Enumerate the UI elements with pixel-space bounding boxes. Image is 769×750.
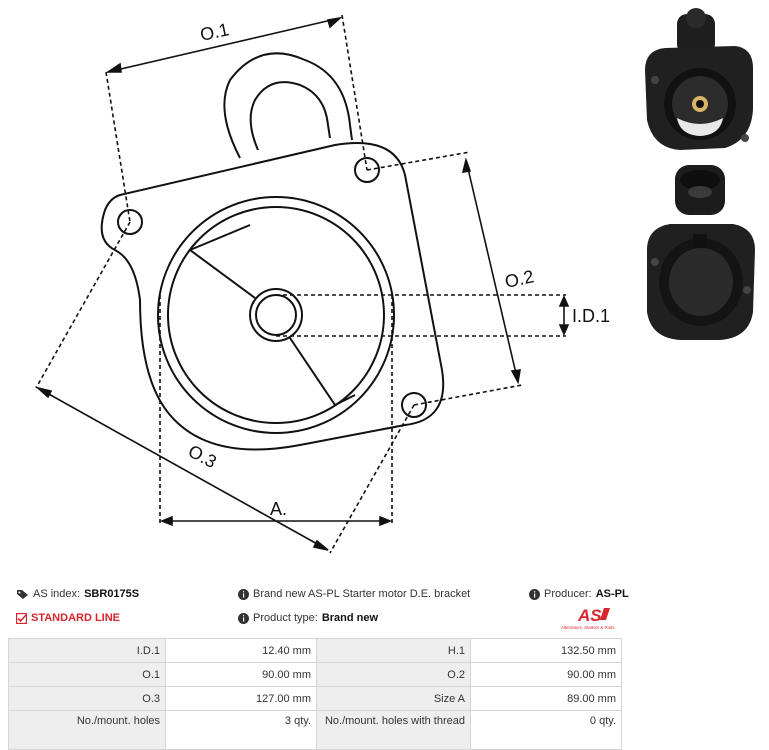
product-type-label: Product type: (253, 612, 318, 624)
spec-label: I.D.1 (8, 638, 166, 663)
spec-label: No./mount. holes with thread (316, 710, 471, 750)
spec-value: 132.50 mm (470, 638, 622, 663)
producer: Producer: AS-PL (529, 588, 629, 600)
info-icon (238, 612, 249, 624)
standard-line: STANDARD LINE (16, 612, 120, 624)
housing-inner (167, 206, 385, 424)
as-pl-logo: AS Alternators, Starters & Parts (561, 606, 615, 630)
standard-line-label: STANDARD LINE (31, 612, 121, 624)
spec-value: 12.40 mm (165, 638, 317, 663)
spec-value: 90.00 mm (165, 662, 317, 687)
bore-outer (249, 288, 303, 342)
table-row: No./mount. holes 3 qty. No./mount. holes… (8, 710, 622, 750)
spec-value: 90.00 mm (470, 662, 622, 687)
technical-drawing: O.1 O.2 O.3 I.D.1 A. (35, 14, 610, 554)
product-photos (645, 8, 755, 340)
spec-label: Size A (316, 686, 471, 711)
dim-label-o2: O.2 (503, 266, 536, 292)
spec-label: O.1 (8, 662, 166, 687)
top-loop-inner (249, 81, 331, 151)
info-icon (238, 588, 249, 600)
product-type-value: Brand new (321, 612, 379, 624)
mount-hole-left (117, 209, 143, 235)
spec-label: O.3 (8, 686, 166, 711)
dim-label-a: A. (270, 499, 287, 519)
tag-icon (17, 589, 28, 599)
checkbox-icon (16, 612, 27, 624)
product-description: Brand new AS-PL Starter motor D.E. brack… (238, 588, 470, 600)
producer-value: AS-PL (595, 588, 629, 600)
as-index-label: AS index: (33, 588, 81, 600)
product-photo-top (645, 8, 753, 150)
bore-inner (255, 294, 297, 336)
spec-value: 89.00 mm (470, 686, 622, 711)
spec-value: 3 qty. (165, 710, 317, 750)
spec-label: O.2 (316, 662, 471, 687)
housing-outer (157, 196, 395, 434)
mount-hole-bottom (401, 392, 427, 418)
table-row: O.1 90.00 mm O.2 90.00 mm (8, 662, 622, 687)
bracket-outline (100, 142, 445, 451)
producer-label: Producer: (544, 588, 592, 600)
spec-label: H.1 (316, 638, 471, 663)
product-photo-bottom (647, 165, 755, 340)
spec-value: 127.00 mm (165, 686, 317, 711)
product-type: Product type: Brand new (238, 612, 378, 624)
spec-value: 0 qty. (470, 710, 622, 750)
specs-table: I.D.1 12.40 mm H.1 132.50 mm O.1 90.00 m… (8, 638, 622, 750)
table-row: O.3 127.00 mm Size A 89.00 mm (8, 686, 622, 711)
logo-tagline: Alternators, Starters & Parts (561, 625, 615, 630)
top-loop (223, 52, 353, 159)
logo-text: AS (577, 606, 602, 625)
dim-label-id1: I.D.1 (572, 306, 610, 326)
info-icon (529, 588, 540, 600)
as-index-value: SBR0175S (84, 588, 140, 600)
dim-label-o3: O.3 (185, 441, 220, 472)
mount-hole-top (354, 157, 380, 183)
description-text: Brand new AS-PL Starter motor D.E. brack… (253, 588, 471, 600)
dim-label-o1: O.1 (198, 19, 231, 45)
as-index: AS index: SBR0175S (16, 588, 139, 600)
spec-label: No./mount. holes (8, 710, 166, 750)
table-row: I.D.1 12.40 mm H.1 132.50 mm (8, 638, 622, 663)
